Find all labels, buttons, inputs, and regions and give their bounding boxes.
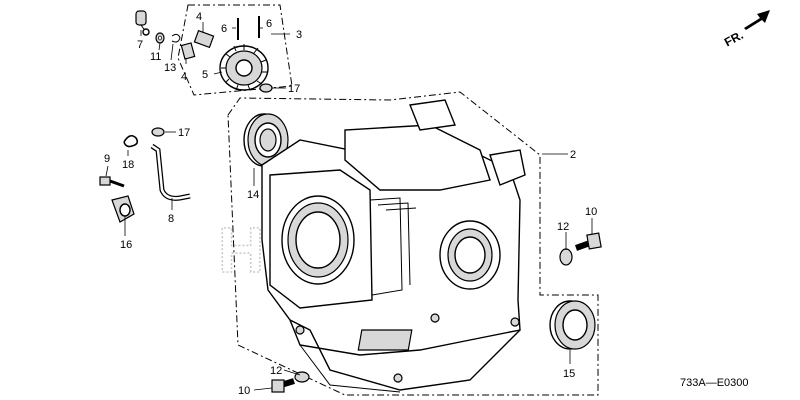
governor-holder-part [193, 29, 215, 49]
callout-17-left: 17 [178, 127, 190, 139]
callout-9: 9 [104, 153, 110, 165]
callout-10-right: 10 [585, 206, 597, 218]
callout-5: 5 [202, 69, 208, 81]
callout-17-upper: 17 [288, 83, 300, 95]
callout-12-bottom: 12 [270, 365, 282, 377]
sealing-washer-part-bottom [294, 371, 310, 383]
diagram-code: 733A—E0300 [680, 377, 749, 389]
callout-10-bottom: 10 [238, 385, 250, 397]
callout-6-left: 6 [221, 23, 227, 35]
governor-weight-part [180, 42, 196, 60]
callout-15: 15 [563, 368, 575, 380]
governor-group-outline [177, 4, 293, 96]
callout-18: 18 [122, 159, 134, 171]
crankcase-part [261, 99, 526, 393]
thrust-washer-part [259, 83, 273, 93]
front-direction-arrow-icon [744, 10, 770, 30]
callout-7: 7 [137, 39, 143, 51]
governor-gear-part [219, 44, 269, 91]
tube-clamp-part [111, 195, 135, 223]
oil-seal-part [549, 300, 596, 350]
governor-pin-part [135, 10, 150, 36]
callout-13: 13 [164, 62, 176, 74]
thrust-washer-part-b [151, 127, 165, 137]
callout-3: 3 [296, 29, 302, 41]
bearing-part [243, 113, 289, 167]
drain-bolt-part-right [574, 232, 602, 251]
spring-clip-part [123, 134, 139, 148]
drain-bolt-part-bottom [271, 378, 295, 393]
callout-4-lower: 4 [181, 71, 187, 83]
washer-part [155, 32, 165, 44]
callout-11: 11 [150, 51, 161, 63]
callout-8: 8 [168, 213, 174, 225]
callout-12-right: 12 [557, 221, 569, 233]
clip-part [171, 33, 181, 43]
sealing-washer-part-right [559, 248, 573, 266]
callout-2: 2 [570, 149, 576, 161]
callout-14: 14 [247, 189, 259, 201]
callout-6-right: 6 [266, 18, 272, 30]
callout-16: 16 [120, 239, 132, 251]
callout-4-upper: 4 [196, 11, 202, 23]
leader-lines [105, 22, 593, 391]
bolt-part [99, 176, 125, 188]
front-label: FR. [722, 28, 746, 49]
